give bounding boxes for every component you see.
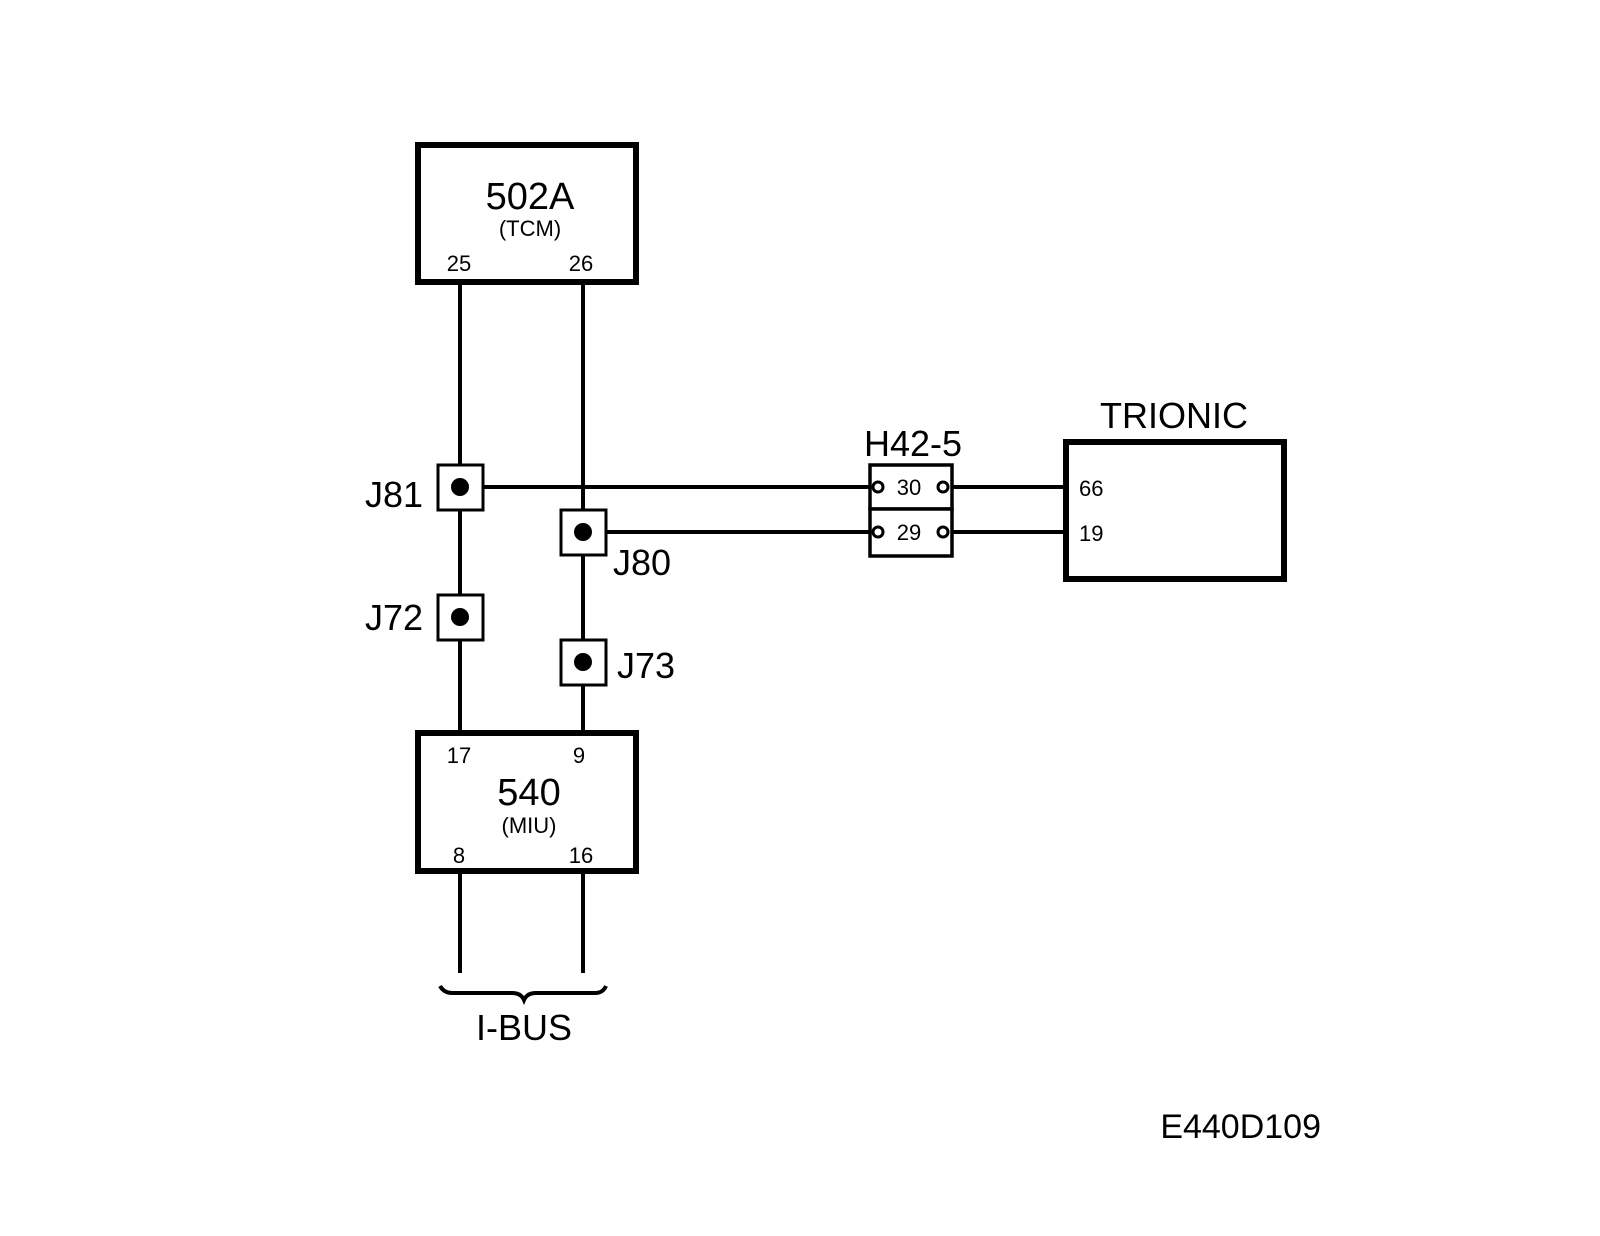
h42-pin-30-right-hole — [936, 480, 950, 494]
figure-code: E440D109 — [1160, 1108, 1321, 1146]
j73-label: J73 — [617, 645, 675, 686]
junction-j81: J81 — [365, 463, 485, 515]
trionic-pin-66: 66 — [1079, 476, 1103, 501]
ibus-label: I-BUS — [476, 1007, 572, 1048]
tcm-pin-25: 25 — [447, 251, 471, 276]
miu-subtitle: (MIU) — [502, 813, 557, 838]
miu-pin-9: 9 — [573, 743, 585, 768]
miu-pin-16: 16 — [569, 843, 593, 868]
trionic-pin-19: 19 — [1079, 521, 1103, 546]
tcm-module: 502A (TCM) 25 26 — [415, 142, 639, 285]
junction-j72: J72 — [365, 593, 485, 642]
junction-j73: J73 — [559, 638, 675, 687]
j81-label: J81 — [365, 474, 423, 515]
tcm-subtitle: (TCM) — [499, 216, 561, 241]
h42-connector: H42-5 30 29 — [864, 423, 962, 558]
ibus-brace — [438, 984, 608, 1006]
miu-pin-8: 8 — [453, 843, 465, 868]
ibus-group: I-BUS — [438, 984, 608, 1048]
j81-dot — [451, 478, 469, 496]
h42-pin-30-left-hole — [871, 480, 885, 494]
miu-pin-17: 17 — [447, 743, 471, 768]
miu-id: 540 — [497, 772, 560, 814]
trionic-box — [1063, 439, 1287, 582]
h42-pin-30: 30 — [897, 475, 921, 500]
miu-box — [415, 730, 639, 874]
trionic-title: TRIONIC — [1100, 395, 1248, 436]
h42-pin-29: 29 — [897, 520, 921, 545]
tcm-pin-26: 26 — [569, 251, 593, 276]
j72-label: J72 — [365, 597, 423, 638]
j72-dot — [451, 608, 469, 626]
h42-pin-29-left-hole — [871, 525, 885, 539]
trionic-module: TRIONIC 66 19 — [1063, 395, 1287, 582]
j80-label: J80 — [613, 542, 671, 583]
j80-dot — [574, 523, 592, 541]
tcm-id: 502A — [486, 176, 575, 218]
j73-dot — [574, 653, 592, 671]
miu-module: 17 9 540 (MIU) 8 16 — [415, 730, 639, 874]
h42-pin-29-right-hole — [936, 525, 950, 539]
h42-label: H42-5 — [864, 423, 962, 464]
junction-j80: J80 — [559, 508, 671, 583]
tcm-box — [415, 142, 639, 285]
